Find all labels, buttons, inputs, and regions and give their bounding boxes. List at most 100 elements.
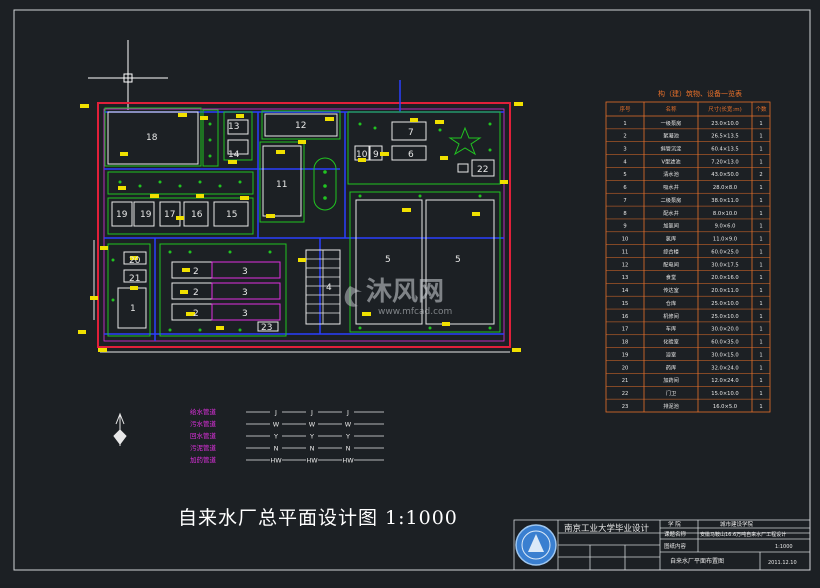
legend-label: 回水管道 [190,431,217,440]
table-cell: 1 [759,146,762,152]
table-header-cell: 序号 [619,105,631,113]
table-cell: 13 [622,275,629,281]
table-cell: 30.0×15.0 [711,352,738,358]
table-cell: 5 [623,172,626,178]
table-cell: 排泥池 [663,402,679,410]
table-cell: 车库 [666,325,676,333]
table-cell: 2 [759,172,762,178]
table-cell: 18 [622,340,629,346]
scale-value: 1:1000 [775,544,793,550]
table-cell: 1 [759,378,762,384]
site-number: 21 [129,274,140,284]
watermark-brand: 沐风网 [366,277,444,307]
table-cell: 8 [623,211,626,217]
content-value: 自来水厂平面布置图 [670,557,724,565]
table-cell: 30.0×20.0 [711,327,738,333]
project-label: 课题名称 [664,530,687,538]
legend-code-gap [306,444,318,451]
table-cell: 仓库 [666,299,676,307]
table-cell: 综合楼 [663,247,679,255]
table-cell: 23.0×10.0 [711,121,738,127]
legend-code: W [273,421,280,429]
table-cell: 吸水井 [663,183,679,191]
table-title: 构（建）筑物、设备一览表 [658,89,742,98]
table-cell: 12 [622,262,629,268]
site-number: 14 [228,150,240,160]
site-number: 20 [129,256,141,266]
legend-code-gap [342,456,354,463]
project-value: 安徽马鞍山16.6万吨自来水厂工程设计 [700,531,786,538]
table-cell: 16.0×5.0 [713,404,737,410]
table-cell: 30.0×17.5 [711,262,738,268]
table-cell: 1 [759,224,762,230]
legend-code: J [274,409,277,417]
table-cell: 门卫 [666,389,676,397]
table-cell: 1 [759,404,762,410]
table-cell: 20 [622,365,629,371]
site-boundary-inner [103,108,505,342]
table-cell: 食堂 [666,273,676,281]
site-number: 23 [261,323,272,333]
legend-code-gap [270,432,282,439]
table-cell: 配水井 [663,209,679,217]
table-cell: 12.0×24.0 [711,378,738,384]
site-plan: 18 13 14 12 7 6 10 9 22 11 19 19 17 16 1… [78,80,523,353]
table-cell: 9 [623,224,626,230]
site-number: 22 [477,165,488,175]
table-cell: 6 [623,185,626,191]
watermark-url: www.mfcad.com [378,307,452,317]
legend-code: HW [270,457,282,465]
legend-code: J [346,409,349,417]
site-boundary [97,102,511,348]
legend-code: J [310,409,313,417]
table-cell: 25.0×10.0 [711,301,738,307]
site-number: 9 [373,150,379,160]
legend-code: HW [342,457,354,465]
site-number: 19 [116,210,128,220]
site-number: 13 [228,122,239,132]
legend-code-gap [306,420,318,427]
table-cell: 21 [622,378,629,384]
table-cell: 11 [622,249,629,255]
table-cell: 1 [759,262,762,268]
site-number: 2 [193,267,199,277]
table-cell: 1 [759,275,762,281]
table-cell: 60.0×25.0 [711,249,738,255]
table-cell: 3 [623,146,626,152]
table-cell: 17 [622,327,629,333]
table-cell: 16 [622,314,629,320]
legend-code: N [274,445,279,453]
table-cell: 1 [759,121,762,127]
table-cell: 8.0×10.0 [713,211,737,217]
legend-code-gap [270,408,282,415]
site-number: 18 [146,133,158,143]
table-cell: 1 [759,340,762,346]
table-cell: 斜管沉淀 [661,144,683,152]
legend-code-gap [306,432,318,439]
table-cell: 1 [759,185,762,191]
table-cell: 清水池 [663,170,679,178]
legend-code: W [345,421,352,429]
site-number: 11 [276,180,287,190]
site-number: 7 [408,128,414,138]
table-cell: 7.20×13.0 [711,159,738,165]
table-cell: 1 [759,134,762,140]
table-cell: 1 [759,365,762,371]
table-cell: 25.0×10.0 [711,314,738,320]
school-name: 南京工业大学毕业设计 [564,523,650,534]
table-cell: 氯库 [666,235,676,243]
legend-code: Y [345,433,350,441]
table-cell: 14 [622,288,629,294]
site-number: 2 [193,288,199,298]
site-number: 12 [295,121,306,131]
table-cell: 加氯间 [663,222,679,230]
table-cell: 28.0×8.0 [713,185,737,191]
table-header-cell: 尺寸(长宽:m) [708,105,742,113]
table-cell: 配电间 [663,260,679,268]
table-header-cell: 名称 [665,105,677,113]
site-number: 3 [242,267,248,277]
table-cell: 20.0×16.0 [711,275,738,281]
